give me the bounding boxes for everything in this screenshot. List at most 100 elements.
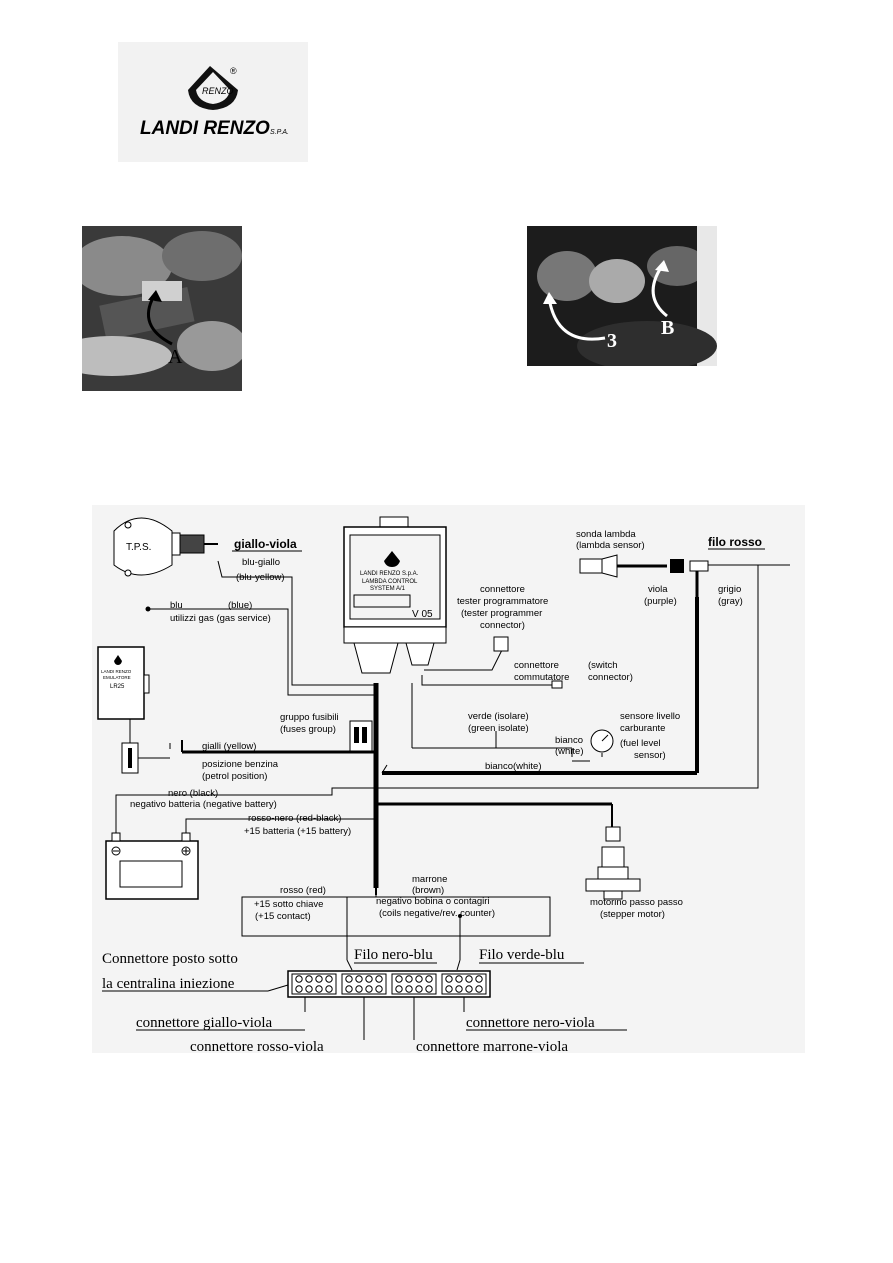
connector-pin [345,975,353,983]
blu-label: blu [170,600,183,611]
battery [105,832,199,900]
fuses-label-1: gruppo fusibili [280,712,339,723]
company-logo: RENZO ® LANDI RENZO S.P.A. [118,42,308,162]
stepper-motor-label: (stepper motor) [600,909,665,920]
engine-photo-b: 3 B [527,226,717,366]
conn-giallo-viola-label: connettore giallo-viola [136,1015,273,1031]
connector-pin [475,975,483,983]
photo-b-label-b: B [661,317,674,339]
tester-label-2: tester programmatore [457,596,548,607]
connector-block [441,973,487,995]
connector-pin [325,975,333,983]
ecu-line2: SYSTEM A/1 [370,586,406,592]
petrol-position-label: (petrol position) [202,771,267,782]
tps-label: T.P.S. [126,542,151,553]
neg-battery-label: negativo batteria (negative battery) [130,799,277,810]
emulator-brand: LANDI RENZO [101,669,132,674]
connector-block [341,973,387,995]
wiring-diagram: T.P.S. giallo-viola blu-giallo (blu-yell… [92,505,805,1055]
filo-nero-blu-label: Filo nero-blu [354,947,433,963]
fuel-sensor-label-1: sensore livello [620,711,680,722]
connector-pin [445,975,453,983]
wire-giallo-viola-label: giallo-viola [234,537,297,551]
connector-pin [295,985,303,993]
photo-a-label: A [168,346,183,368]
connector-pin [455,985,463,993]
comm-label-1: connettore [514,660,559,671]
switch-label-1: (switch [588,660,618,671]
pos-battery-label: +15 batteria (+15 battery) [244,826,351,837]
nero-label: nero (black) [168,788,218,799]
connector-pin [465,985,473,993]
connettore-posto-label: Connettore posto sotto [102,951,238,967]
fuses-group [349,720,373,752]
wire-blu-giallo-label: blu-giallo [242,557,280,568]
lambda-sensor-label: (lambda sensor) [576,540,645,551]
green-isolate-label: (green isolate) [468,723,529,734]
contact-label: (+15 contact) [255,911,311,922]
connector-pin [375,985,383,993]
connector-pin [365,975,373,983]
connector-pin [305,975,313,983]
viola-label: viola [648,584,668,595]
fuel-sensor-label-3: (fuel level [620,738,661,749]
sotto-chiave-label: +15 sotto chiave [254,899,323,910]
tps-sensor: T.P.S. [113,517,218,577]
connector-pin [425,985,433,993]
comm-label-2: commutatore [514,672,569,683]
fuel-sensor-label-4: sensor) [634,750,666,761]
connector-pin [395,985,403,993]
bianco-label: bianco [555,735,583,746]
thin-wires [115,560,790,1040]
connector-block [291,973,337,995]
ecu-unit: LANDI RENZO S.p.A. LAMBDA CONTROL SYSTEM… [343,516,447,674]
tester-label-4: connector) [480,620,525,631]
connector-pin [355,985,363,993]
motorino-label: motorino passo passo [590,897,683,908]
ecu-logo-icon [384,551,400,567]
blue-label: (blue) [228,600,252,611]
white-label: (white) [555,746,584,757]
neg-bobina-label: negativo bobina o contagiri [376,896,490,907]
connector-pin [305,985,313,993]
verde-label: verde (isolare) [468,711,529,722]
lambda-label: sonda lambda [576,529,636,540]
gray-label: (gray) [718,596,743,607]
rosso-red-label: rosso (red) [280,885,326,896]
lambda-sensor [579,554,709,597]
filo-rosso-label: filo rosso [708,535,762,549]
connector-pin [395,975,403,983]
filo-verde-blu-label: Filo verde-blu [479,947,565,963]
connector-pin [295,975,303,983]
conn-nero-viola-label: connettore nero-viola [466,1015,595,1031]
logo-emblem-text: RENZO [202,86,234,96]
switch-connector [551,680,563,689]
gialli-label: gialli (yellow) [202,741,256,752]
conn-marrone-viola-label: connettore marrone-viola [416,1039,568,1053]
emulator-lr25: LANDI RENZO EMULATORE LR25 [97,646,150,774]
connector-pin [315,985,323,993]
tester-label-3: (tester programmer [461,608,542,619]
logo-suffix: S.P.A. [270,129,289,136]
main-harness [181,597,699,895]
connector-pin [415,985,423,993]
conn-rosso-viola-label: connettore rosso-viola [190,1039,324,1053]
connector-pin [375,975,383,983]
marrone-label: marrone [412,874,447,885]
connector-pin [405,985,413,993]
posizione-benzina-label: posizione benzina [202,759,279,770]
tester-label-1: connettore [480,584,525,595]
connector-pin [325,985,333,993]
wire-blu-yellow-label: (blu-yellow) [236,572,285,583]
connector-pin [315,975,323,983]
emulator-model: LR25 [110,684,125,690]
fuel-sensor-label-2: carburante [620,723,665,734]
engine-photo-a: A [82,226,242,391]
purple-label: (purple) [644,596,677,607]
rosso-nero-label: rosso-nero (red-black) [248,813,341,824]
coils-neg-label: (coils negative/rev. counter) [379,908,495,919]
ecu-brand: LANDI RENZO S.p.A. [360,571,419,577]
logo-brand: LANDI RENZO [140,118,270,139]
connector-pin [465,975,473,983]
photo-b-label-3: 3 [607,330,617,352]
